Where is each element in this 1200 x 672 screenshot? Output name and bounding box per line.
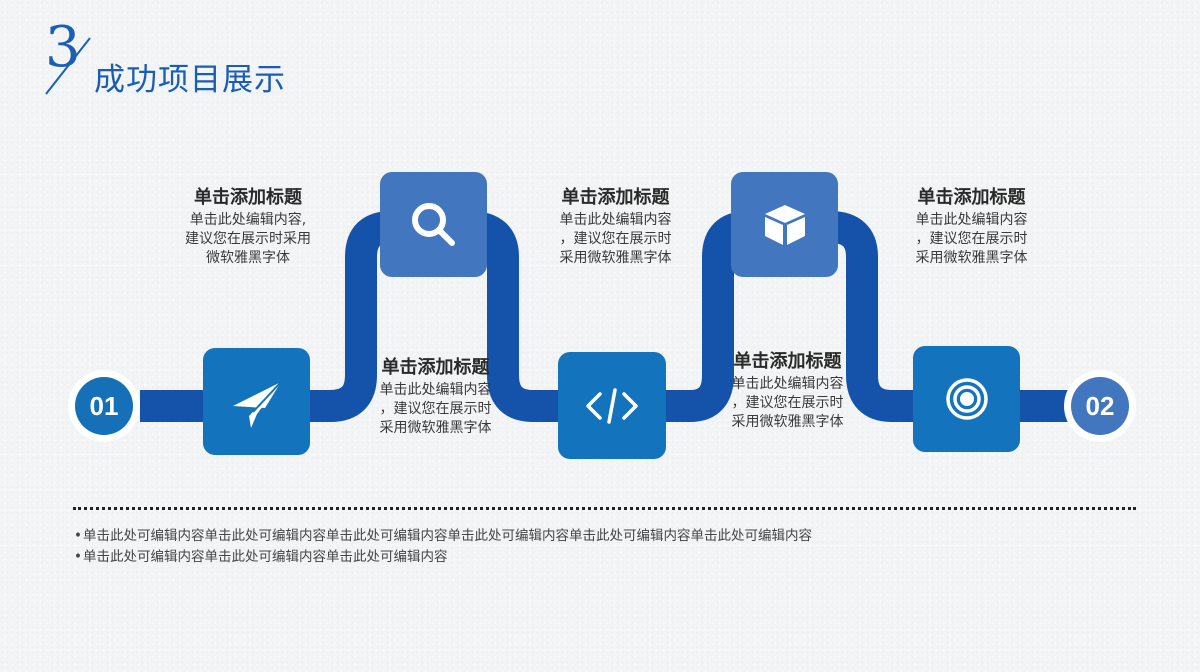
step-4-box[interactable]	[731, 172, 838, 277]
step-1-text: 单击添加标题 单击此处编辑内容, 建议您在展示时采用 微软雅黑字体	[178, 183, 318, 268]
start-label: 01	[75, 377, 133, 435]
step-5-text: 单击添加标题 单击此处编辑内容 ，建议您在展示时 采用微软雅黑字体	[899, 183, 1044, 268]
step-1-desc-line-1: 单击此处编辑内容,	[189, 212, 307, 228]
step-2-text: 单击添加标题 单击此处编辑内容 ，建议您在展示时 采用微软雅黑字体	[363, 353, 508, 438]
step-4-desc-line-2: ，建议您在展示时	[731, 395, 844, 411]
paper-plane-icon	[232, 380, 282, 428]
step-4-desc-line-3: 采用微软雅黑字体	[731, 414, 844, 430]
step-5-title[interactable]: 单击添加标题	[917, 187, 1026, 208]
step-5-desc-line-3: 采用微软雅黑字体	[915, 250, 1028, 266]
step-2-title[interactable]: 单击添加标题	[381, 357, 490, 378]
start-marker: 01	[68, 370, 140, 442]
target-icon	[945, 378, 988, 420]
bullet-item[interactable]: 单击此处可编辑内容单击此处可编辑内容单击此处可编辑内容单击此处可编辑内容单击此处…	[74, 526, 812, 547]
step-1-desc-line-3: 微软雅黑字体	[206, 250, 290, 266]
search-icon	[411, 202, 455, 246]
step-4-title[interactable]: 单击添加标题	[733, 351, 842, 372]
step-1-box[interactable]	[203, 348, 310, 455]
step-2-desc-line-3: 采用微软雅黑字体	[379, 420, 492, 436]
step-2-box[interactable]	[380, 172, 487, 277]
footer-bullets: 单击此处可编辑内容单击此处可编辑内容单击此处可编辑内容单击此处可编辑内容单击此处…	[74, 526, 812, 568]
step-3-desc-line-3: 采用微软雅黑字体	[559, 250, 672, 266]
cube-icon	[764, 204, 805, 245]
step-3-box[interactable]	[558, 352, 666, 459]
slash-decoration	[45, 37, 91, 95]
step-1-title[interactable]: 单击添加标题	[194, 187, 302, 208]
end-marker: 02	[1064, 370, 1136, 442]
section-header: 3 成功项目展示	[40, 20, 360, 106]
code-icon	[586, 387, 638, 424]
step-5-desc-line-1: 单击此处编辑内容	[915, 212, 1028, 228]
step-3-desc-line-2: ，建议您在展示时	[559, 231, 672, 247]
dotted-divider	[73, 507, 1136, 510]
step-3-title[interactable]: 单击添加标题	[561, 187, 670, 208]
step-5-box[interactable]	[913, 346, 1020, 452]
step-2-desc-line-1: 单击此处编辑内容	[379, 382, 492, 398]
section-number: 3	[45, 15, 81, 80]
step-5-desc-line-2: ，建议您在展示时	[915, 231, 1028, 247]
step-1-desc-line-2: 建议您在展示时采用	[185, 231, 311, 247]
step-4-desc-line-1: 单击此处编辑内容	[731, 376, 844, 392]
bullet-item[interactable]: 单击此处可编辑内容单击此处可编辑内容单击此处可编辑内容	[74, 547, 812, 568]
page-title: 成功项目展示	[94, 62, 286, 98]
end-label: 02	[1071, 377, 1129, 435]
step-3-desc-line-1: 单击此处编辑内容	[559, 212, 672, 228]
step-3-text: 单击添加标题 单击此处编辑内容 ，建议您在展示时 采用微软雅黑字体	[543, 183, 688, 268]
step-4-text: 单击添加标题 单击此处编辑内容 ，建议您在展示时 采用微软雅黑字体	[715, 347, 860, 432]
step-2-desc-line-2: ，建议您在展示时	[379, 401, 492, 417]
